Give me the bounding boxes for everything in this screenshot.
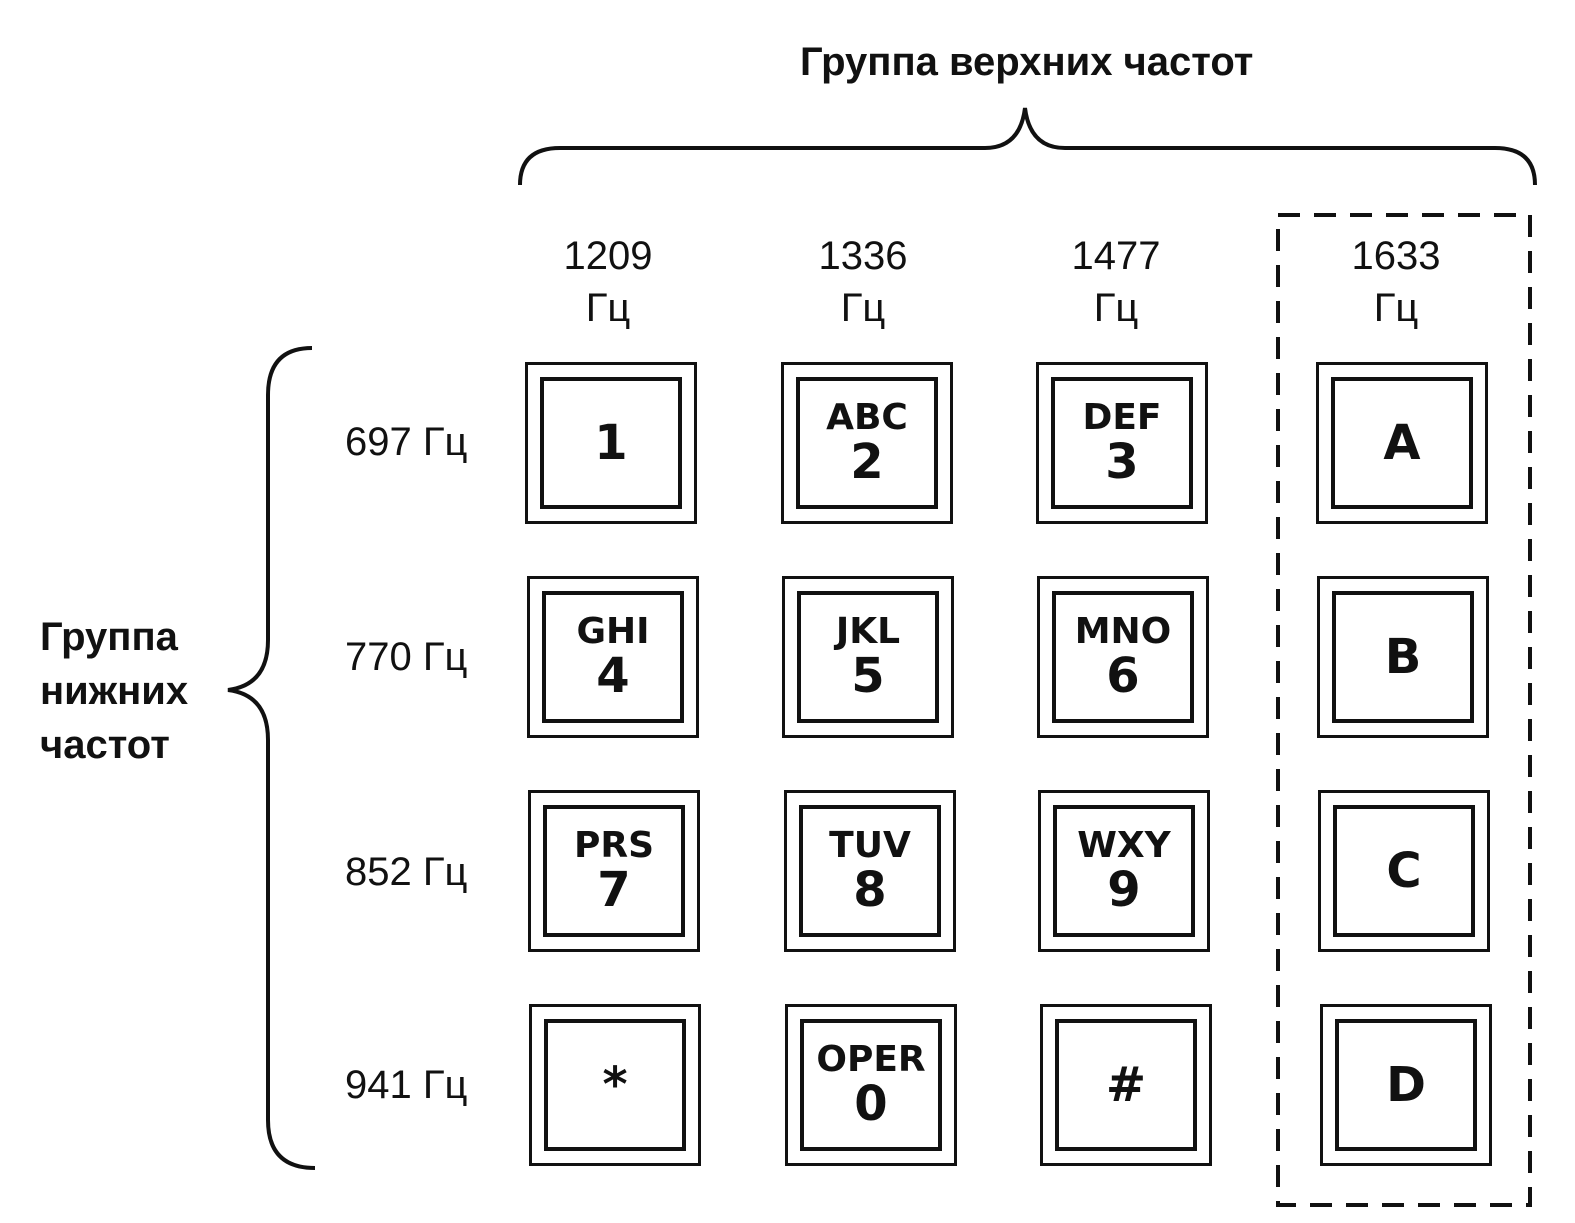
row-header-2: 770 Гц <box>345 635 468 679</box>
key-c[interactable]: C <box>1318 790 1490 952</box>
key-b[interactable]: B <box>1317 576 1489 738</box>
key-5[interactable]: JKL 5 <box>782 576 954 738</box>
column-unit: Гц <box>585 286 631 330</box>
key-6[interactable]: MNO 6 <box>1037 576 1209 738</box>
column-unit: Гц <box>1093 286 1139 330</box>
dashed-column-box <box>1276 213 1532 1207</box>
column-freq: 1336 <box>818 234 908 278</box>
high-group-label: Группа верхних частот <box>800 40 1254 84</box>
key-hash[interactable]: # <box>1040 1004 1212 1166</box>
key-3[interactable]: DEF 3 <box>1036 362 1208 524</box>
row-header-4: 941 Гц <box>345 1063 468 1107</box>
column-header-3: 1477 Гц <box>1016 230 1216 334</box>
low-group-label: Группа нижних частот <box>40 615 189 767</box>
low-group-brace <box>227 346 316 1170</box>
key-9[interactable]: WXY 9 <box>1038 790 1210 952</box>
row-header-3: 852 Гц <box>345 850 468 894</box>
key-4[interactable]: GHI 4 <box>527 576 699 738</box>
key-star[interactable]: * <box>529 1004 701 1166</box>
row-header-1: 697 Гц <box>345 420 468 464</box>
key-1[interactable]: 1 <box>525 362 697 524</box>
column-header-1: 1209 Гц <box>508 230 708 334</box>
key-8[interactable]: TUV 8 <box>784 790 956 952</box>
key-d[interactable]: D <box>1320 1004 1492 1166</box>
column-header-4: 1633 Гц <box>1296 230 1496 334</box>
column-header-2: 1336 Гц <box>763 230 963 334</box>
column-freq: 1477 <box>1071 234 1161 278</box>
column-freq: 1209 <box>563 234 653 278</box>
column-freq: 1633 <box>1351 234 1441 278</box>
column-unit: Гц <box>840 286 886 330</box>
key-2[interactable]: ABC 2 <box>781 362 953 524</box>
key-a[interactable]: A <box>1316 362 1488 524</box>
high-group-brace <box>518 107 1537 186</box>
key-7[interactable]: PRS 7 <box>528 790 700 952</box>
column-unit: Гц <box>1373 286 1419 330</box>
key-0[interactable]: OPER 0 <box>785 1004 957 1166</box>
